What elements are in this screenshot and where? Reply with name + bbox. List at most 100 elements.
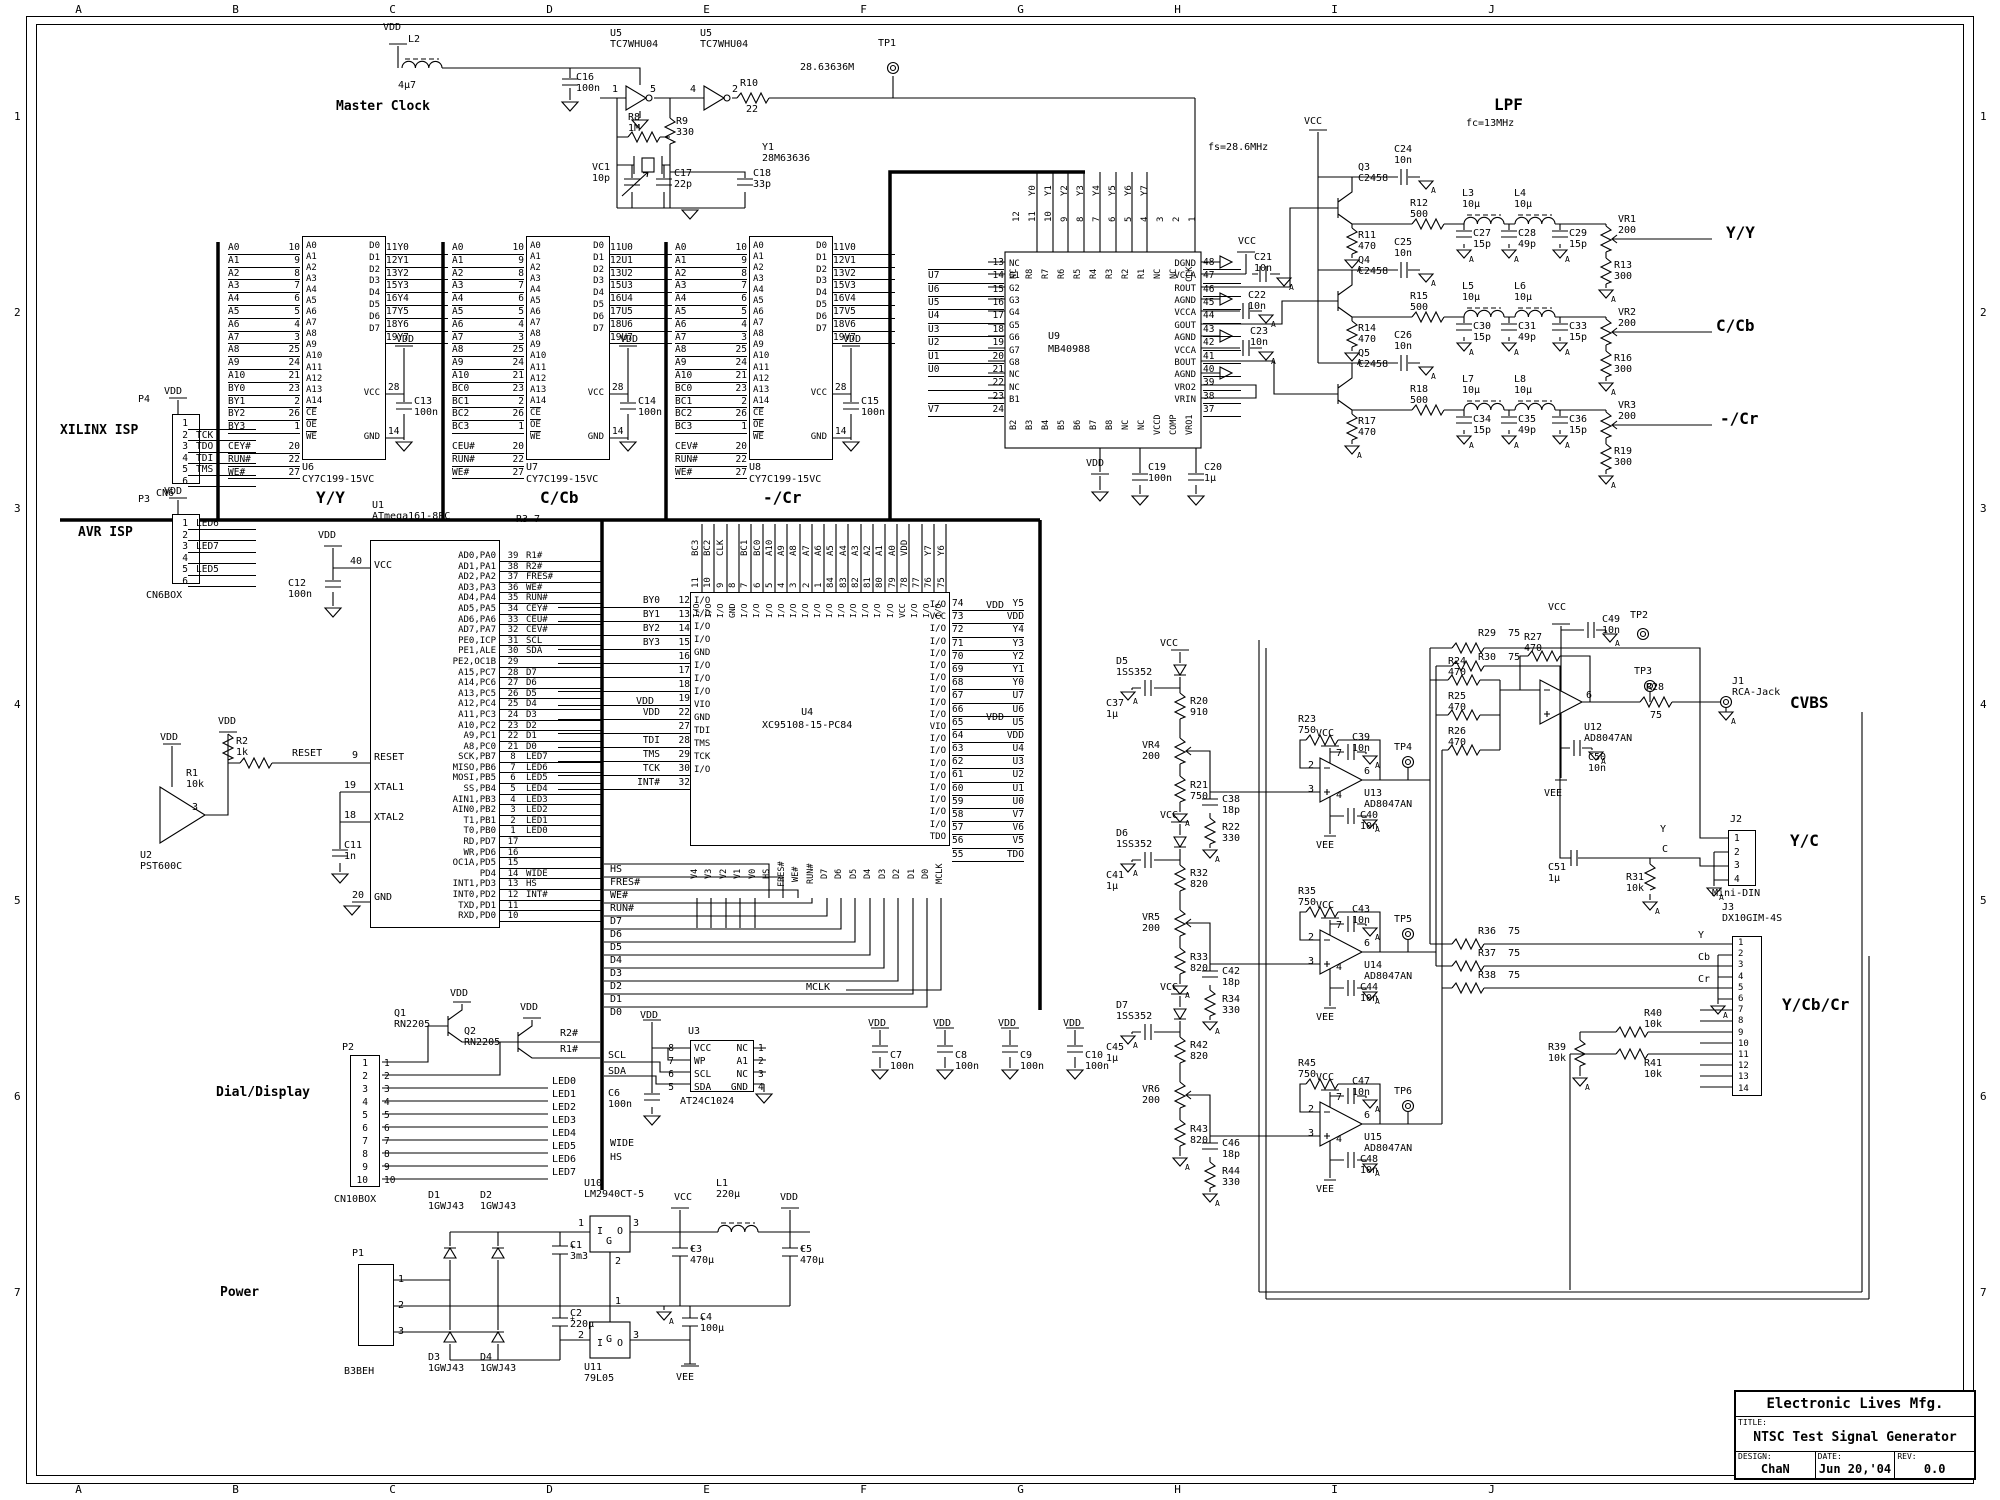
part-label: D1 1GWJ43 <box>428 1190 465 1212</box>
part-label: I <box>597 1338 604 1349</box>
ruler-number: 7 <box>1980 1285 1987 1299</box>
part-label: 4 <box>1336 962 1343 973</box>
pin-row: 2 <box>176 530 256 541</box>
part-label: VDD <box>986 712 1005 723</box>
u8-vcc-pin: 28 <box>835 382 847 393</box>
part-label: L5 10µ <box>1462 281 1481 303</box>
u7-vcc-pin: 28 <box>612 382 624 393</box>
part-label: 3 <box>192 802 199 813</box>
part-label: VDD <box>164 486 183 497</box>
u4-body <box>690 592 950 846</box>
part-label: VDD <box>520 1002 539 1013</box>
u3-eeprom-body <box>690 1040 754 1092</box>
part-label: 4µ7 <box>398 80 417 91</box>
pin-row: CEY#20 <box>228 440 300 454</box>
part-label: TP6 <box>1394 1086 1413 1097</box>
part-label: C50 10n <box>1588 752 1607 774</box>
part-label: GND <box>374 892 393 903</box>
part-label: fc=13MHz <box>1466 118 1515 129</box>
drawing-date: Jun 20,'04 <box>1818 1462 1892 1476</box>
drawing-title: NTSC Test Signal Generator <box>1753 1430 1957 1445</box>
part-label: D2 <box>610 981 623 992</box>
pin-row: WE#27 <box>228 466 300 480</box>
part-label: R38 75 <box>1478 970 1521 981</box>
ruler-number: 2 <box>14 305 21 319</box>
part-label: 3 <box>1308 784 1315 795</box>
part-label: LED3 <box>552 1115 577 1126</box>
ruler-letter: J <box>1488 3 1495 16</box>
u6-gnd-pin: 14 <box>388 426 400 437</box>
part-label: XILINX ISP <box>60 423 139 438</box>
part-label: VDD <box>218 716 237 727</box>
u7-gnd-label: GND <box>587 432 604 442</box>
part-label: C35 49p <box>1518 414 1537 436</box>
part-label: 6 <box>1364 1110 1371 1121</box>
pin-row: 46 <box>1203 284 1241 298</box>
part-label: C19 100n <box>1148 462 1173 484</box>
part-label: VCC <box>1160 638 1179 649</box>
part-label: D5 <box>610 942 623 953</box>
part-label: Q2 RN2205 <box>464 1026 501 1048</box>
part-label: C41 1µ <box>1106 870 1125 892</box>
part-label: C37 1µ <box>1106 698 1125 720</box>
part-label: R9 330 <box>676 116 695 138</box>
part-label: C40 10n <box>1360 810 1379 832</box>
u1-body <box>370 540 500 928</box>
title-label: TITLE: <box>1738 1418 1767 1427</box>
part-label: 2 <box>398 1300 405 1311</box>
u7-function: C/Cb <box>540 488 579 507</box>
part-label: U10 LM2940CT-5 <box>584 1178 645 1200</box>
part-label: FRES# <box>610 877 641 888</box>
part-label: D7 1SS352 <box>1116 1000 1153 1022</box>
u6-body <box>302 236 386 460</box>
part-label: C24 10n <box>1394 144 1413 166</box>
designer-name: ChaN <box>1760 1462 1790 1476</box>
part-label: 4 <box>1336 1134 1343 1145</box>
ruler-number: 5 <box>14 893 21 907</box>
ruler-letter: J <box>1488 1483 1495 1496</box>
part-label: Y1 28M63636 <box>762 142 811 164</box>
pin-col: 77 <box>912 577 923 588</box>
ruler-number: 7 <box>14 1285 21 1299</box>
pin-row: 48 <box>1203 257 1241 271</box>
part-label: CVBS <box>1790 693 1829 712</box>
part-label: VCC <box>1238 236 1257 247</box>
pin-row: 27 <box>558 720 690 734</box>
